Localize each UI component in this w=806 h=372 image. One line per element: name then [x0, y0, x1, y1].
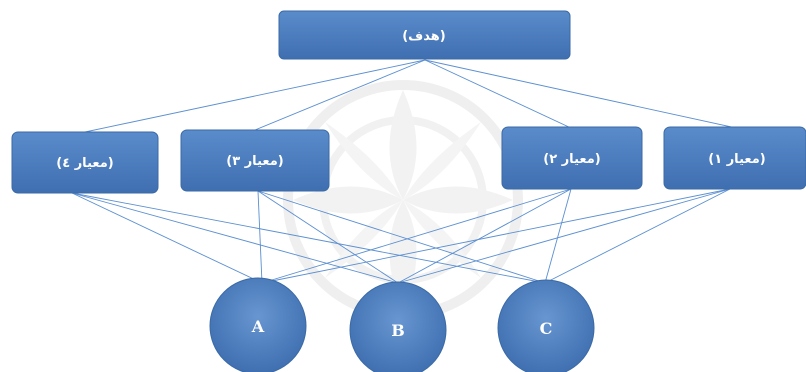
- connector-criterion-4-C: [71, 192, 546, 284]
- goal-label: (هدف): [402, 29, 446, 44]
- alternative-label: A: [251, 317, 265, 336]
- connector-criterion-1-A: [261, 188, 731, 284]
- connector-goal-criterion-4: [84, 59, 426, 133]
- alternative-label: B: [391, 321, 405, 340]
- goal-criteria-connectors: [84, 59, 737, 133]
- connector-goal-criterion-3: [254, 59, 426, 131]
- connector-criterion-3-B: [257, 190, 399, 284]
- connector-criterion-2-B: [397, 188, 572, 284]
- connector-criterion-2-A: [261, 188, 572, 284]
- criterion-label: (معیار ٣): [226, 154, 283, 169]
- criterion-node-4: (معیار ٤): [11, 131, 159, 194]
- connector-criterion-3-C: [257, 190, 546, 284]
- criterion-label: (معیار ٤): [56, 156, 113, 171]
- connector-goal-criterion-1: [424, 59, 737, 129]
- connector-criterion-1-B: [397, 188, 731, 284]
- criterion-label: (معیار ١): [708, 152, 765, 167]
- connector-criterion-4-B: [71, 192, 399, 284]
- alternative-node-C: C: [497, 279, 595, 372]
- alternative-node-B: B: [349, 281, 447, 372]
- connector-criterion-1-C: [544, 188, 731, 284]
- criterion-node-1: (معیار ١): [663, 126, 806, 190]
- alternative-node-A: A: [209, 277, 307, 372]
- alternative-label: C: [540, 319, 553, 338]
- connector-criterion-3-A: [257, 190, 263, 284]
- connector-goal-criterion-2: [424, 59, 572, 129]
- criterion-node-3: (معیار ٣): [180, 129, 330, 192]
- connector-criterion-4-A: [71, 192, 263, 284]
- criteria-alternative-connectors: [71, 188, 731, 284]
- connector-criterion-2-C: [544, 188, 572, 284]
- goal-node: (هدف): [278, 10, 571, 60]
- criterion-label: (معیار ٢): [543, 152, 600, 167]
- criterion-node-2: (معیار ٢): [501, 126, 643, 190]
